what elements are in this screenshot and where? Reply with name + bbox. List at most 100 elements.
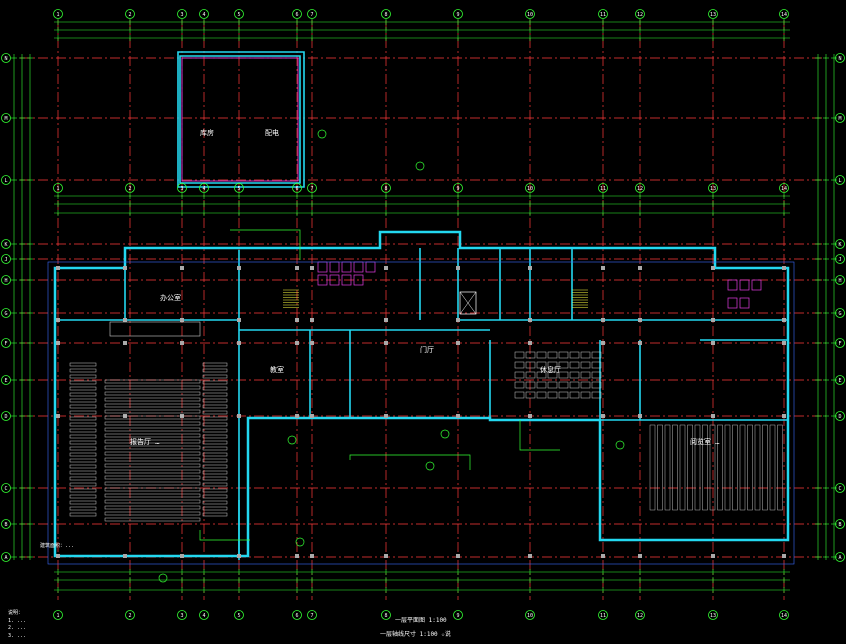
axis-bubble-left-E — [1, 375, 11, 385]
column-post-10 — [180, 266, 184, 270]
lounge-seat-2-2 — [536, 371, 547, 379]
column-post-32 — [384, 341, 388, 345]
lounge-seat-0-2 — [514, 371, 525, 379]
lounge-seat-5-3 — [569, 381, 580, 389]
axis-bubble-left-F — [1, 338, 11, 348]
seat-row-left-c-22 — [202, 494, 228, 499]
column-post-35 — [456, 266, 460, 270]
axis-bubbles: 1112223334445556667778889991010101111111… — [1, 9, 845, 620]
column-post-56 — [711, 318, 715, 322]
column-post-59 — [711, 554, 715, 558]
axis-bubble-bottom-8-label: 8 — [384, 613, 387, 619]
seat-row-left-c-7 — [202, 404, 228, 409]
axis-bubble-top-6-label: 6 — [295, 12, 298, 18]
seat-row-left-a-12 — [69, 434, 97, 439]
axis-bubble-bottom-1-label: 1 — [56, 613, 59, 619]
seat-row-left-c-24 — [202, 506, 228, 511]
desk-column-14 — [754, 424, 761, 511]
axis-bubble-top-8-label: 8 — [384, 12, 387, 18]
room-label-storage: 库房 — [200, 128, 214, 137]
annex-inner-outline — [181, 57, 299, 182]
scale-note: 一层轴线尺寸 1:100 ☆说 — [380, 630, 451, 638]
desk-column-1 — [657, 424, 663, 511]
seat-row-left-b-14 — [104, 463, 201, 468]
lounge-seat-1-1 — [525, 361, 536, 369]
desk-column-10 — [724, 424, 731, 511]
column-post-21 — [295, 318, 299, 322]
column-post-51 — [638, 318, 642, 322]
axis-bubble-top-12 — [635, 9, 645, 19]
axis-bubble-top-5 — [234, 9, 244, 19]
seat-row-left-c-9 — [202, 416, 228, 421]
axis-bubble-mid-10-label: 10 — [527, 186, 533, 192]
column-post-53 — [638, 414, 642, 418]
column-post-37 — [456, 341, 460, 345]
axis-bubble-right-L-label: L — [838, 178, 841, 184]
column-post-12 — [180, 341, 184, 345]
column-post-14 — [180, 554, 184, 558]
lounge-seat-6-4 — [580, 391, 591, 399]
axis-bubble-bottom-8 — [381, 610, 391, 620]
axis-bubble-mid-9 — [453, 183, 463, 193]
axis-bubble-left-A-label: A — [4, 555, 7, 561]
column-post-22 — [295, 341, 299, 345]
axis-bubble-right-H — [835, 275, 845, 285]
axis-bubble-bottom-11-label: 11 — [600, 613, 606, 619]
lounge-seat-5-1 — [569, 361, 580, 369]
axis-bubble-mid-9-label: 9 — [456, 186, 459, 192]
lounge-seat-7-0 — [591, 351, 602, 359]
axis-bubble-bottom-3-label: 3 — [180, 613, 183, 619]
axis-bubble-bottom-6-label: 6 — [295, 613, 298, 619]
desk-column-2 — [664, 424, 671, 511]
note-line-3: 2. ... — [8, 625, 26, 631]
column-post-18 — [237, 414, 241, 418]
wall-1 — [179, 55, 301, 184]
axis-bubble-right-N-label: N — [838, 56, 841, 62]
lounge-seat-5-0 — [569, 351, 580, 359]
lounge-seat-3-1 — [547, 361, 558, 369]
axis-bubble-bottom-13-label: 13 — [710, 613, 716, 619]
axis-bubble-bottom-14-label: 14 — [781, 613, 787, 619]
column-post-47 — [601, 341, 605, 345]
column-post-25 — [310, 266, 314, 270]
axis-bubble-right-B — [835, 519, 845, 529]
interior-details — [47, 57, 795, 583]
axis-bubble-left-H-label: H — [4, 278, 7, 284]
lounge-seat-1-2 — [525, 371, 536, 379]
column-post-30 — [384, 266, 388, 270]
seat-row-left-c-13 — [202, 440, 228, 445]
column-post-52 — [638, 341, 642, 345]
seat-row-left-a-7 — [69, 404, 97, 409]
axis-bubble-mid-3-label: 3 — [180, 186, 183, 192]
axis-bubble-bottom-9 — [453, 610, 463, 620]
column-post-36 — [456, 318, 460, 322]
axis-bubble-left-D-label: D — [4, 414, 7, 420]
seat-row-left-c-25 — [202, 512, 228, 517]
lounge-seat-4-2 — [558, 371, 569, 379]
seat-row-left-a-6 — [69, 398, 97, 403]
note-line-2: 1. ... — [8, 618, 26, 624]
room-label-office: 办公室 — [160, 293, 181, 302]
seat-row-left-a-21 — [69, 488, 97, 493]
column-post-24 — [295, 554, 299, 558]
axis-bubble-top-3-label: 3 — [180, 12, 183, 18]
lounge-seat-1-4 — [525, 391, 536, 399]
seat-row-left-b-6 — [104, 415, 201, 420]
lounge-seat-6-2 — [580, 371, 591, 379]
axis-bubble-mid-11-label: 11 — [600, 186, 606, 192]
seat-row-left-a-1 — [69, 368, 97, 373]
column-post-57 — [711, 341, 715, 345]
axis-bubble-mid-10 — [525, 183, 535, 193]
axis-bubble-left-D — [1, 411, 11, 421]
axis-bubble-left-B-label: B — [4, 522, 7, 528]
axis-bubble-left-C-label: C — [4, 486, 7, 492]
drawing-title: 一层平面图 1:100 — [395, 617, 447, 624]
seat-row-left-a-8 — [69, 410, 97, 415]
column-post-16 — [237, 318, 241, 322]
column-post-33 — [384, 414, 388, 418]
axis-bubble-right-C — [835, 483, 845, 493]
axis-bubble-left-M — [1, 113, 11, 123]
seat-row-left-c-3 — [202, 380, 228, 385]
seat-row-left-c-5 — [202, 392, 228, 397]
seat-row-left-b-19 — [104, 493, 201, 498]
